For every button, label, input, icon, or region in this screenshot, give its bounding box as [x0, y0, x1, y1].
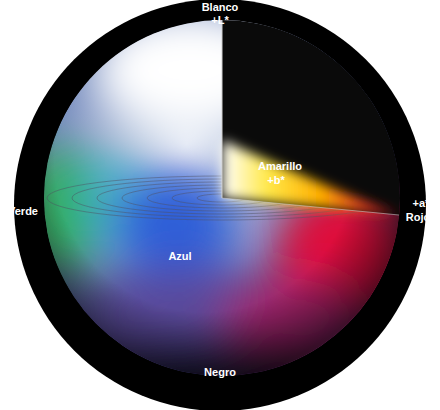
axis-label: Negro	[204, 366, 236, 379]
axis-label: Rojo	[406, 211, 430, 224]
cut-wedge	[222, 20, 400, 215]
axis-label: Azul	[168, 250, 191, 263]
black-ring	[14, 0, 426, 410]
cut-face	[222, 140, 399, 215]
axis-label: +L*	[211, 14, 228, 27]
axis-label: Verde	[8, 205, 38, 218]
axis-label: +a*	[413, 197, 430, 210]
axis-label: Amarillo	[258, 160, 302, 173]
axis-label: +b*	[267, 174, 284, 187]
axis-label: Blanco	[202, 1, 239, 14]
sphere-body	[24, 10, 415, 410]
